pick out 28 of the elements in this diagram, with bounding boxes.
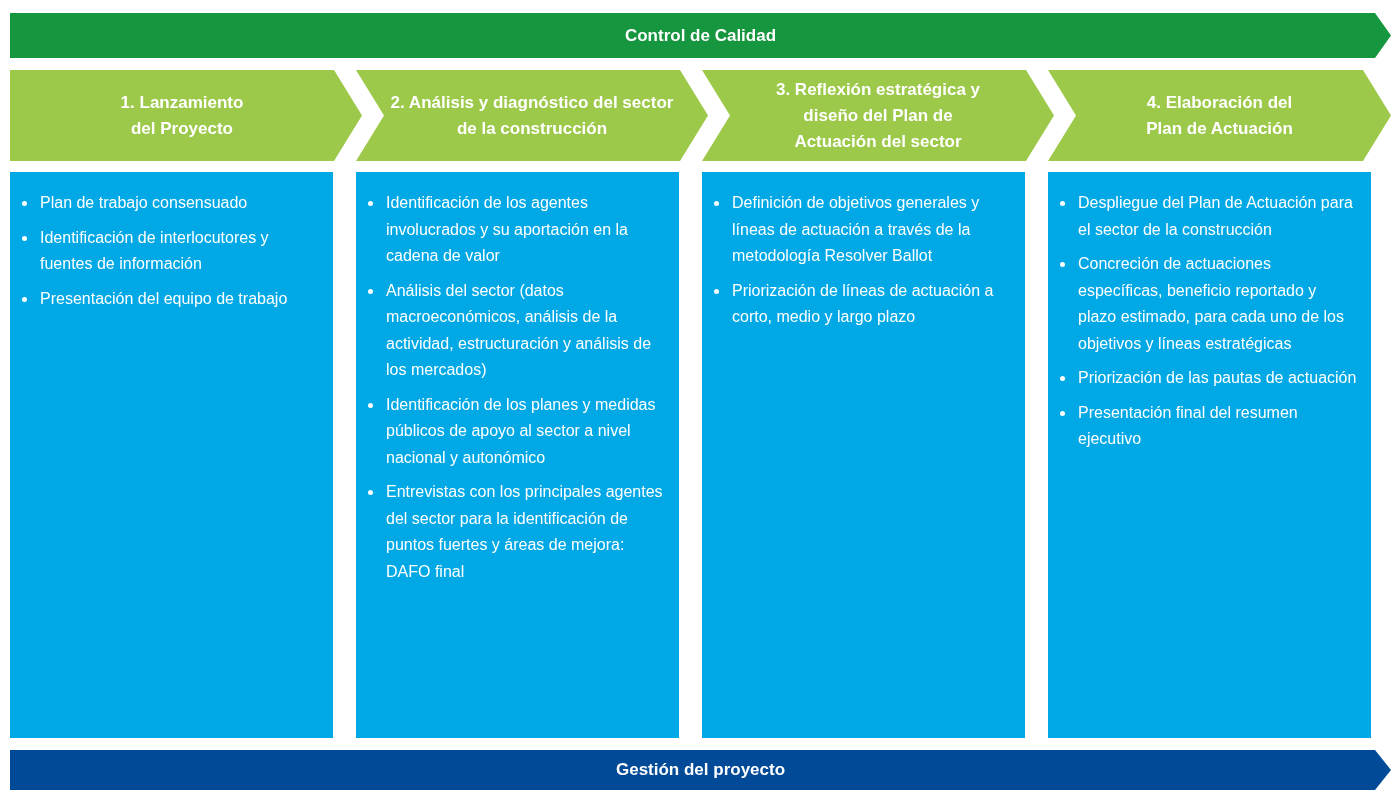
task-panel (1048, 172, 1371, 738)
quality-band (10, 13, 1391, 58)
bullet-item: Definición de objetivos generales y líneas de actuación a través de la metodología Resolver Ballot (732, 193, 981, 266)
bullet-item: Entrevistas con los principales agentes del sector para la identificación de puntos fuertes y áreas de mejora: DAFO final (386, 482, 664, 582)
bullet-item: Plan de trabajo consensuado (40, 193, 249, 213)
chevron-tip (334, 70, 362, 161)
bullet-item: Concreción de actuaciones específicas, beneficio reportado y plazo estimado, para cada uno de los objetivos y líneas estratégicas (1078, 254, 1345, 354)
chevron-tip (680, 70, 708, 161)
bullet-item: Presentación final del resumen ejecutivo (1078, 402, 1299, 449)
task-panel (10, 172, 333, 738)
bullet-item: Análisis del sector (datos macroeconómicos, análisis de la actividad, estructuración y análisis de los mercados) (386, 280, 653, 380)
bullet-item: Identificación de interlocutores y fuentes de información (40, 227, 270, 274)
bullet-item: Priorización de las pautas de actuación (1078, 368, 1357, 388)
heading: 1. Lanzamiento del Proyecto (119, 91, 245, 140)
heading: 4. Elaboración del Plan de Actuación (1145, 91, 1294, 140)
heading: Gestión del proyecto (614, 759, 787, 781)
bullet-item: Identificación de los agentes involucrados y su aportación en la cadena de valor (386, 193, 629, 266)
bullet-item: Presentación del equipo de trabajo (40, 288, 289, 309)
heading: Control de Calidad (623, 24, 778, 47)
bullet-item: Priorización de líneas de actuación a corto, medio y largo plazo (732, 280, 995, 327)
task-panel (702, 172, 1025, 738)
task-panel (356, 172, 679, 738)
bullet-item: Identificación de los planes y medidas públicos de apoyo al sector a nivel nacional y autonómico (386, 394, 657, 468)
heading: 2. Análisis y diagnóstico del sector de la construcción (389, 91, 675, 140)
management-band (10, 750, 1391, 790)
heading: 3. Reflexión estratégica y diseño del Plan de Actuación del sector (774, 78, 982, 153)
chevron-tip (1026, 70, 1054, 161)
bullet-item: Despliegue del Plan de Actuación para el sector de la construcción (1078, 193, 1354, 240)
